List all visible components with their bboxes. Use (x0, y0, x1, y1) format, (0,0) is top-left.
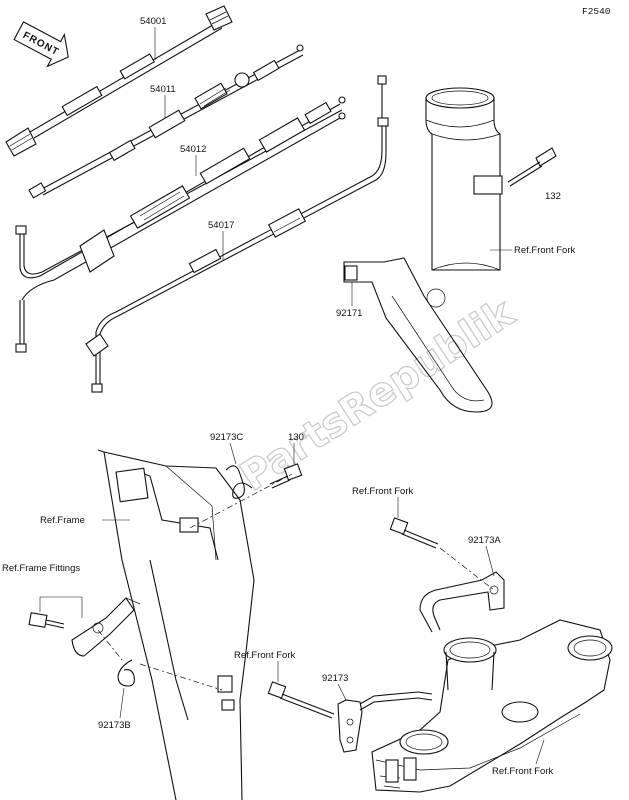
diagram-code: F2540 (582, 6, 611, 17)
part-label-92173C: 92173C (210, 432, 243, 443)
ref-frame-fittings: Ref.Frame Fittings (2, 563, 80, 574)
bolt-132[interactable] (507, 147, 557, 187)
part-label-54017: 54017 (208, 220, 234, 231)
part-label-132: 132 (545, 191, 561, 202)
steering-triple-clamp (371, 619, 613, 793)
part-label-92173: 92173 (322, 673, 348, 684)
cable-guide-92173[interactable] (337, 691, 433, 753)
frame-section (97, 449, 255, 800)
ref-front-fork-4: Ref.Front Fork (492, 766, 553, 777)
ref-frame: Ref.Frame (40, 515, 85, 526)
clip-92173B[interactable] (117, 659, 135, 687)
speedometer-cable-54001[interactable] (5, 5, 233, 157)
cable-guide-92171[interactable] (343, 257, 493, 413)
ref-front-fork-2: Ref.Front Fork (352, 486, 413, 497)
bolt-92173-mount (267, 681, 335, 719)
part-label-130: 130 (288, 432, 304, 443)
front-arrow-badge: FRONT (13, 21, 69, 68)
part-label-92173B: 92173B (98, 720, 131, 731)
clutch-cable-54017[interactable] (85, 75, 389, 393)
part-label-92173A: 92173A (468, 535, 501, 546)
cable-guide-92173A[interactable] (419, 571, 505, 633)
watermark-text: PartsRepublik (232, 289, 523, 500)
fork-bracket (473, 175, 503, 195)
bolt-92173A-mount (389, 517, 439, 549)
clamp-92173C[interactable] (225, 465, 253, 499)
throttle-cable-54011[interactable] (28, 44, 304, 199)
part-label-54012: 54012 (180, 144, 206, 155)
part-label-92171: 92171 (336, 308, 362, 319)
throttle-cable-54012[interactable] (15, 96, 346, 353)
part-label-54001: 54001 (140, 16, 166, 27)
frame-fittings-bolt (28, 612, 65, 629)
front-fork-tube (425, 87, 501, 271)
ref-front-fork-3: Ref.Front Fork (234, 650, 295, 661)
part-label-54011: 54011 (150, 84, 176, 95)
ref-front-fork-1: Ref.Front Fork (514, 245, 575, 256)
frame-fittings-bracket (71, 597, 141, 657)
